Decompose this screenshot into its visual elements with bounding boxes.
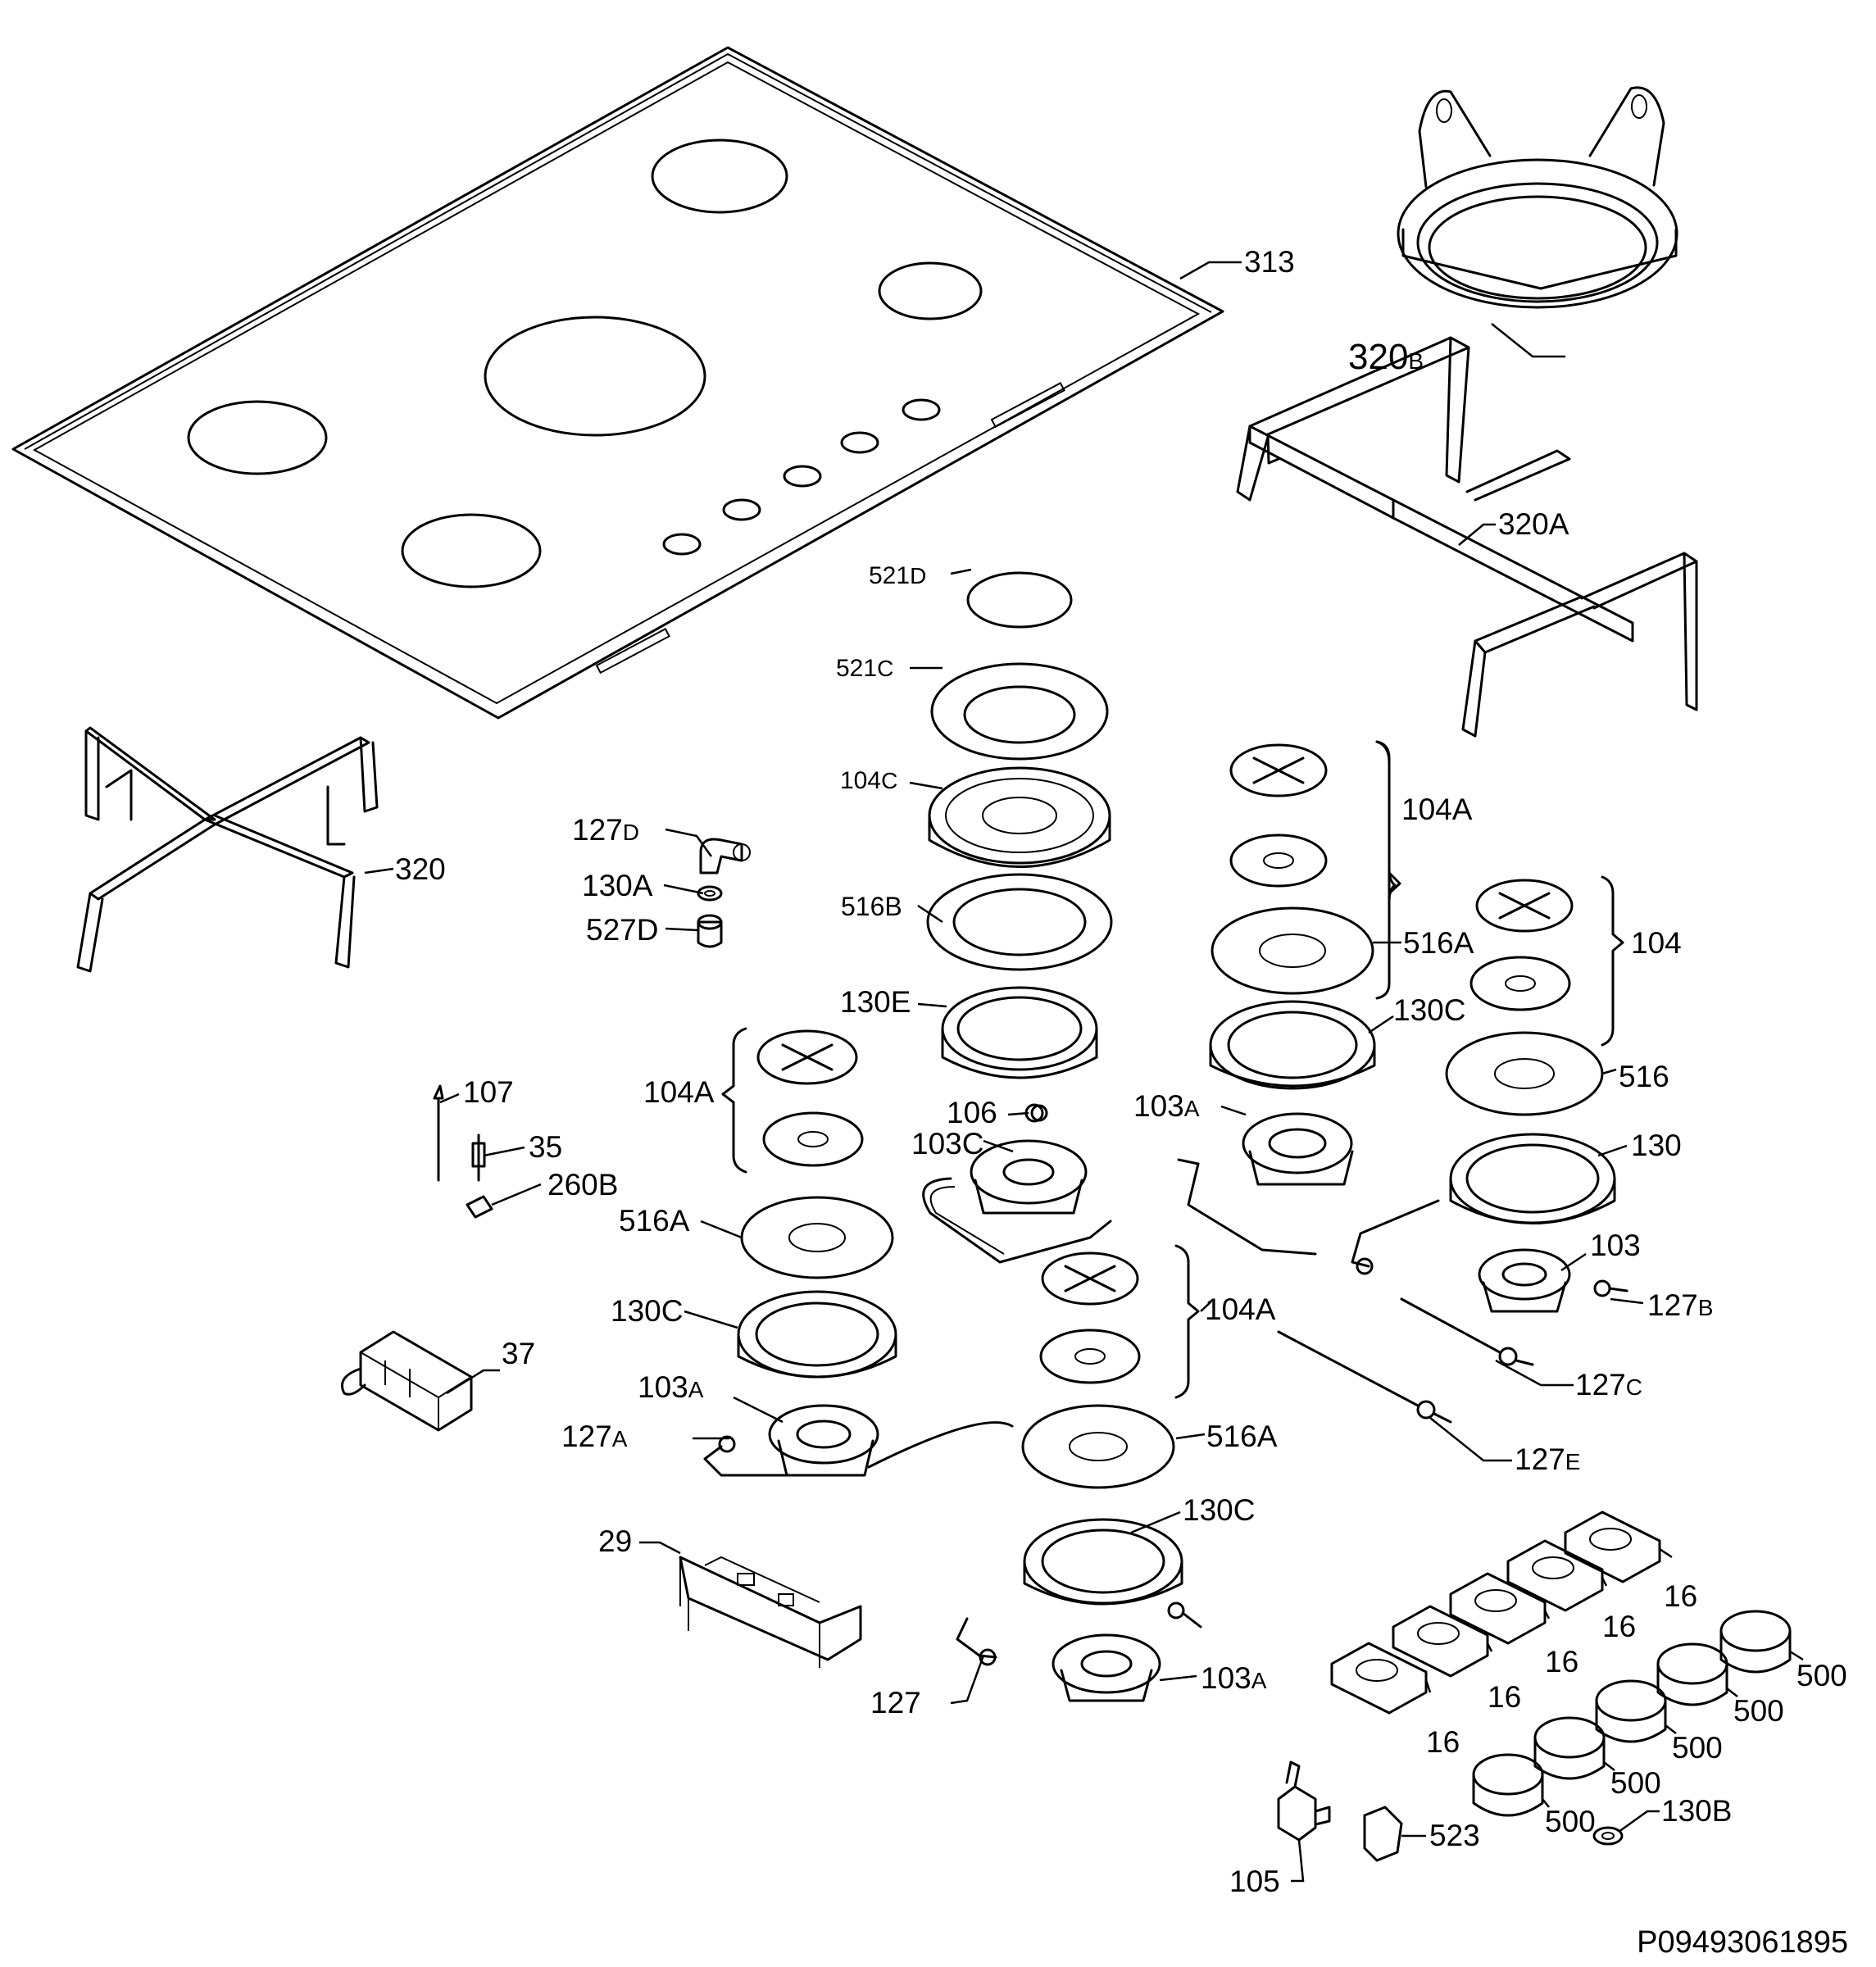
ignition-generator bbox=[341, 1330, 473, 1432]
label-127D: 127D bbox=[572, 813, 639, 847]
label-516B: 516B bbox=[841, 892, 902, 921]
label-500-b: 500 bbox=[1733, 1694, 1784, 1728]
label-523: 523 bbox=[1429, 1819, 1480, 1852]
label-500-d: 500 bbox=[1610, 1766, 1661, 1800]
label-527D: 527D bbox=[586, 913, 658, 947]
label-104A-top: 104A bbox=[1401, 793, 1473, 826]
label-500-c: 500 bbox=[1672, 1731, 1723, 1765]
label-16-c: 16 bbox=[1545, 1645, 1578, 1679]
label-500-a: 500 bbox=[1797, 1659, 1847, 1692]
label-130C-right: 130C bbox=[1393, 993, 1465, 1027]
label-105: 105 bbox=[1229, 1865, 1280, 1898]
pan-support-left bbox=[76, 726, 379, 973]
label-127C: 127C bbox=[1575, 1368, 1642, 1401]
label-104: 104 bbox=[1631, 926, 1682, 960]
label-500-e: 500 bbox=[1545, 1805, 1596, 1838]
burner-stack-center bbox=[922, 571, 1113, 1264]
part-labels: 313 320B 320A 521D 521C 104C 104A 127D 1… bbox=[395, 245, 1848, 1960]
leader-lines bbox=[364, 261, 1804, 1883]
burner-stack-far-right bbox=[1351, 879, 1628, 1313]
gas-pipes bbox=[1030, 1104, 1534, 1424]
label-320B: 320B bbox=[1348, 337, 1424, 377]
hob-top-panel bbox=[11, 46, 1224, 720]
label-107: 107 bbox=[463, 1075, 514, 1109]
label-127E: 127E bbox=[1515, 1442, 1580, 1476]
label-104A-center: 104A bbox=[1205, 1292, 1276, 1326]
diagram-code: P09493061895 bbox=[1637, 1925, 1848, 1960]
pan-support-large bbox=[1236, 336, 1698, 738]
label-16-e: 16 bbox=[1426, 1725, 1460, 1759]
label-104C: 104C bbox=[840, 767, 897, 794]
burner-stack-center-bottom bbox=[956, 1252, 1202, 1702]
label-37: 37 bbox=[502, 1337, 535, 1370]
label-130C-bottom: 130C bbox=[1183, 1493, 1255, 1527]
label-516: 516 bbox=[1619, 1060, 1669, 1093]
label-130B: 130B bbox=[1661, 1794, 1732, 1828]
label-516A-left: 516A bbox=[619, 1204, 690, 1238]
assembly-brackets bbox=[721, 740, 1624, 1399]
label-103: 103 bbox=[1590, 1229, 1641, 1262]
burner-stack-left bbox=[703, 1029, 1014, 1477]
label-516A-bottom: 516A bbox=[1206, 1420, 1278, 1453]
label-103A-left: 103A bbox=[638, 1370, 704, 1404]
control-bracket bbox=[679, 1556, 862, 1668]
elbow-fitting-group bbox=[697, 838, 751, 948]
label-130: 130 bbox=[1631, 1129, 1682, 1162]
control-knobs bbox=[1472, 1610, 1792, 1846]
label-313: 313 bbox=[1244, 245, 1295, 279]
label-127B: 127B bbox=[1647, 1288, 1713, 1322]
gas-taps bbox=[1330, 1510, 1661, 1715]
burner-stack-right bbox=[1177, 743, 1376, 1256]
label-130E: 130E bbox=[840, 985, 911, 1019]
valve-and-clip bbox=[1277, 1760, 1403, 1862]
label-320A: 320A bbox=[1498, 507, 1569, 541]
label-29: 29 bbox=[598, 1524, 632, 1558]
label-35: 35 bbox=[529, 1130, 562, 1164]
label-104A-left: 104A bbox=[643, 1075, 715, 1109]
label-16-d: 16 bbox=[1488, 1680, 1521, 1714]
label-16-a: 16 bbox=[1664, 1579, 1697, 1613]
label-130A: 130A bbox=[582, 869, 653, 902]
label-516A-right: 516A bbox=[1403, 926, 1474, 960]
label-130C-left: 130C bbox=[611, 1294, 683, 1328]
wok-ring-support bbox=[1397, 86, 1678, 309]
label-521C: 521C bbox=[836, 655, 893, 682]
label-103C: 103C bbox=[911, 1127, 983, 1161]
label-16-b: 16 bbox=[1602, 1610, 1636, 1643]
label-260B: 260B bbox=[547, 1168, 618, 1202]
label-103A-bottom: 103A bbox=[1201, 1661, 1267, 1695]
label-127A: 127A bbox=[561, 1420, 628, 1453]
label-320: 320 bbox=[395, 852, 446, 886]
label-521D: 521D bbox=[869, 562, 926, 589]
label-103A-mid: 103A bbox=[1133, 1089, 1200, 1123]
label-106: 106 bbox=[947, 1096, 997, 1129]
label-127: 127 bbox=[870, 1686, 921, 1719]
